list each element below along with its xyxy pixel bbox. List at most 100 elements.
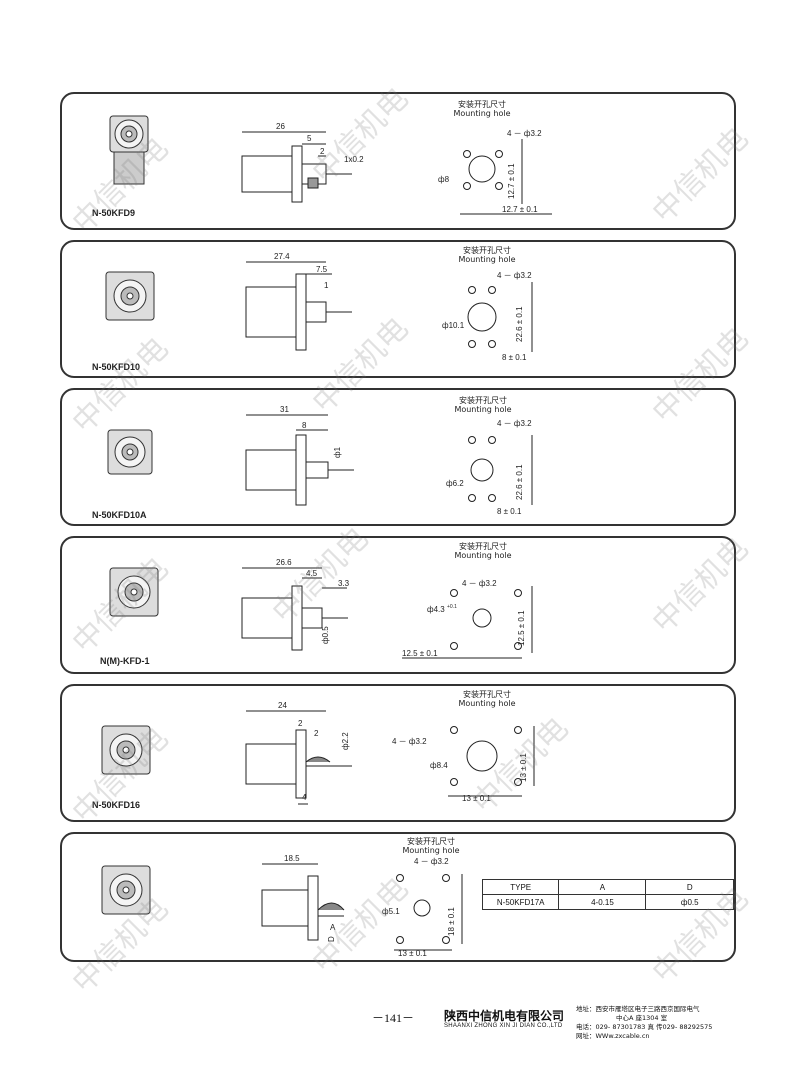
contact-info: 地址：西安市雁塔区电子三路西京国际电气 中心A 座1304 室 电话：029- … <box>576 1005 712 1041</box>
side-view-drawing <box>245 414 354 506</box>
dim-d3: ф0.5 <box>321 626 330 644</box>
dim-d2: 2 <box>320 147 325 156</box>
page-number: －141－ <box>372 1011 415 1025</box>
mounting-title-cn: 安装开孔尺寸 <box>458 100 506 109</box>
product-panel-6: 18.5 A D 4 － ф3.2 ф5.1 18 ± 0.1 13 ± 0.1… <box>60 832 736 962</box>
horizontal-spacing: 13 ± 0.1 <box>462 794 491 803</box>
hole-spec: 4 － ф3.2 <box>414 857 449 866</box>
dim-d1: 7.5 <box>316 265 328 274</box>
connector-photo <box>109 115 149 185</box>
mounting-title-cn: 安装开孔尺寸 <box>459 542 507 551</box>
mounting-hole-drawing <box>448 726 535 797</box>
hole-spec: 4 － ф3.2 <box>507 129 542 138</box>
spec-cell-type: N-50KFD17A <box>481 894 560 910</box>
vertical-spacing: 12.7 ± 0.1 <box>507 163 516 199</box>
mounting-title-en: Mounting hole <box>458 699 516 708</box>
dim-d1: 8 <box>302 421 307 430</box>
horizontal-spacing: 8 ± 0.1 <box>502 353 527 362</box>
mounting-title-en: Mounting hole <box>454 551 512 560</box>
address-line-1: 地址：西安市雁塔区电子三路西京国际电气 <box>576 1005 700 1013</box>
center-hole-tolerance: +0.1 <box>447 604 457 610</box>
mounting-hole-title: 安装开孔尺寸 Mounting hole <box>448 396 518 414</box>
dim-d3: 1x0.2 <box>344 155 364 164</box>
mounting-hole-drawing <box>394 874 463 951</box>
center-hole: ф6.2 <box>446 479 464 488</box>
dim-overall: 31 <box>280 405 289 414</box>
connector-photo <box>101 725 151 775</box>
dim-d2: ф1 <box>333 446 342 458</box>
side-view-drawing <box>241 567 348 651</box>
center-hole: ф8.4 <box>430 761 448 770</box>
model-name: N-50KFD9 <box>92 208 136 218</box>
product-panel-3: 31 8 ф1 4 － ф3.2 ф6.2 22.6 ± 0.1 8 ± 0.1… <box>60 388 736 526</box>
model-name: N-50KFD10 <box>92 362 141 372</box>
mounting-title-en: Mounting hole <box>458 255 516 264</box>
company-name-cn: 陕西中信机电有限公司 <box>444 1009 565 1023</box>
spec-header-d: D <box>645 879 734 895</box>
mounting-title-en: Mounting hole <box>454 405 512 414</box>
panel-6-drawing: 18.5 A D 4 － ф3.2 ф5.1 18 ± 0.1 13 ± 0.1 <box>101 854 463 958</box>
vertical-spacing: 18 ± 0.1 <box>447 907 456 936</box>
mounting-hole-title: 安装开孔尺寸 Mounting hole <box>448 542 518 560</box>
horizontal-spacing: 8 ± 0.1 <box>497 507 522 516</box>
side-view-drawing <box>245 261 352 351</box>
dim-d2: 3.3 <box>338 579 350 588</box>
mounting-title-cn: 安装开孔尺寸 <box>459 396 507 405</box>
dim-d3: ф2.2 <box>341 732 350 750</box>
dim-d1: A <box>330 923 336 932</box>
connector-photo <box>107 429 153 475</box>
side-view-drawing <box>241 131 352 203</box>
model-name: N-50KFD16 <box>92 800 141 810</box>
spec-cell-d: ф0.5 <box>645 894 734 910</box>
mounting-hole-drawing <box>468 435 533 505</box>
mounting-title-en: Mounting hole <box>402 846 460 855</box>
center-hole: ф10.1 <box>442 321 465 330</box>
mounting-title-cn: 安装开孔尺寸 <box>463 690 511 699</box>
panel-2-drawing: 27.4 7.5 1 4 － ф3.2 ф10.1 22.6 ± 0.1 8 ±… <box>105 252 533 362</box>
center-hole: ф5.1 <box>382 907 400 916</box>
spec-table-header: TYPE A D <box>481 879 734 895</box>
vertical-spacing: 22.6 ± 0.1 <box>515 464 524 500</box>
hole-spec: 4 － ф3.2 <box>497 271 532 280</box>
panel-3-drawing: 31 8 ф1 4 － ф3.2 ф6.2 22.6 ± 0.1 8 ± 0.1 <box>107 405 533 516</box>
dim-overall: 18.5 <box>284 854 300 863</box>
dim-d1: 4.5 <box>306 569 318 578</box>
mounting-title-en: Mounting hole <box>453 109 511 118</box>
dim-d1: 5 <box>307 134 312 143</box>
side-view-drawing <box>261 863 345 941</box>
connector-photo <box>109 567 159 617</box>
horizontal-spacing: 12.5 ± 0.1 <box>402 649 438 658</box>
model-name: N-50KFD10A <box>92 510 147 520</box>
hole-spec: 4 － ф3.2 <box>392 737 427 746</box>
vertical-spacing: 22.6 ± 0.1 <box>515 306 524 342</box>
dim-d4: 4 <box>302 793 307 802</box>
mounting-hole-title: 安装开孔尺寸 Mounting hole <box>452 690 522 708</box>
spec-header-type: TYPE <box>481 879 560 895</box>
product-panel-1: 26 5 2 1x0.2 4 － ф3.2 ф8 12.7 ± 0.1 12.7… <box>60 92 736 230</box>
mounting-title-cn: 安装开孔尺寸 <box>407 837 455 846</box>
hole-spec: 4 － ф3.2 <box>497 419 532 428</box>
side-view-drawing <box>245 710 352 805</box>
dim-d2: 2 <box>314 729 319 738</box>
center-hole: ф8 <box>438 175 450 184</box>
product-panel-5: 24 2 2 ф2.2 4 4 － ф3.2 ф8.4 13 ± 0.1 13 … <box>60 684 736 822</box>
horizontal-spacing: 12.7 ± 0.1 <box>502 205 538 214</box>
vertical-spacing: 12.5 ± 0.1 <box>517 610 526 646</box>
connector-photo <box>105 271 155 321</box>
spec-table: TYPE A D N-50KFD17A 4-0.15 ф0.5 <box>481 879 734 910</box>
vertical-spacing: 13 ± 0.1 <box>519 753 528 782</box>
panel-1-drawing: 26 5 2 1x0.2 4 － ф3.2 ф8 12.7 ± 0.1 12.7… <box>109 115 552 215</box>
mounting-hole-title: 安装开孔尺寸 Mounting hole <box>447 100 517 118</box>
dim-overall: 27.4 <box>274 252 290 261</box>
dim-d2: 1 <box>324 281 329 290</box>
panel-4-drawing: 26.6 4.5 3.3 ф0.5 4 － ф3.2 ф4.3 +0.1 12.… <box>109 558 533 659</box>
address-line-2: 中心A 座1304 室 <box>616 1014 668 1022</box>
hole-spec: 4 － ф3.2 <box>462 579 497 588</box>
dim-overall: 24 <box>278 701 287 710</box>
phone-line: 电话：029- 87301783 真 传029- 88292575 <box>576 1023 713 1031</box>
company-name-en: SHAANXI ZHONG XIN JI DIAN CO.,LTD <box>444 1023 563 1029</box>
dim-d2: D <box>327 936 336 942</box>
model-name: N(M)-KFD-1 <box>100 656 150 666</box>
spec-header-a: A <box>558 879 647 895</box>
